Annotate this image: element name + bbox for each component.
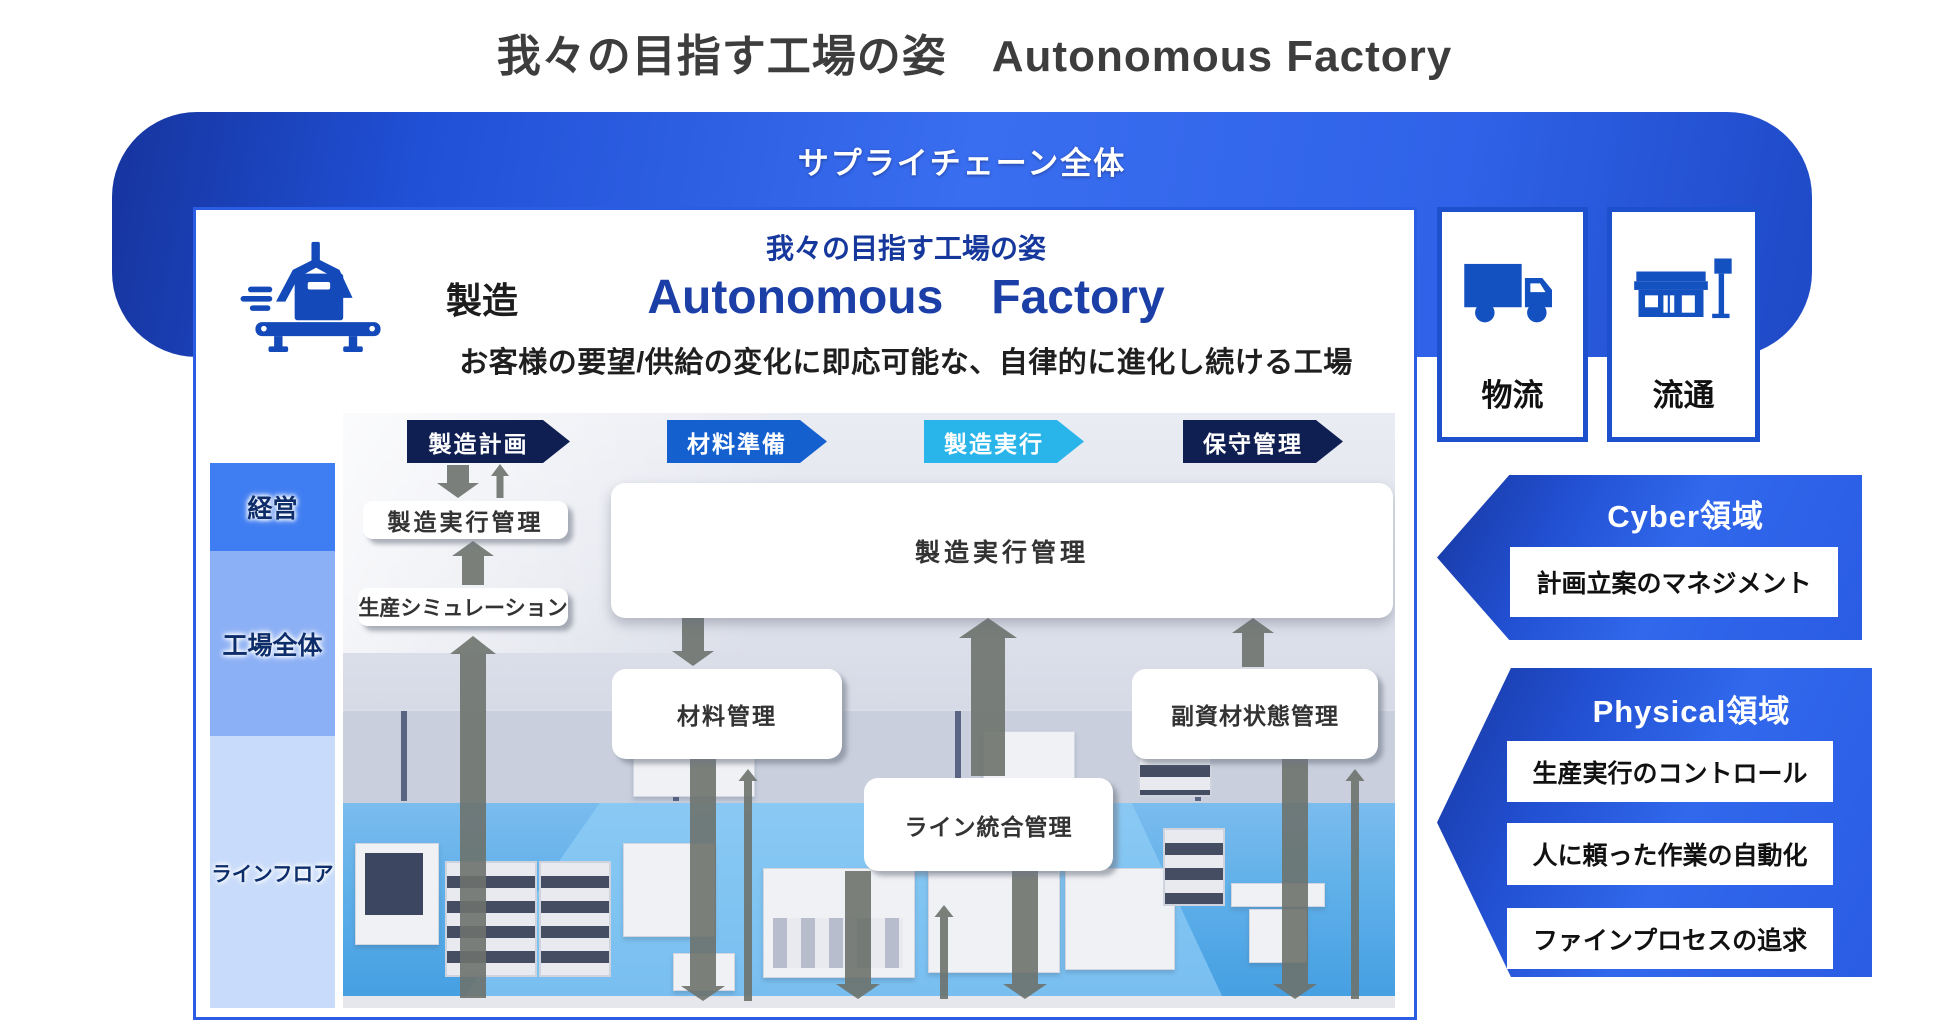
- layer-line-floor: ラインフロア: [210, 736, 335, 1008]
- layer-management: 経営: [210, 463, 335, 551]
- flow-arrow-up: [452, 541, 494, 585]
- flow-arrow-down: [672, 618, 714, 666]
- panel-heading-en: Autonomous Factory: [647, 270, 1165, 324]
- layer-sidebar: 経営 工場全体 ラインフロア: [210, 463, 335, 1008]
- system-mfg-execution-mgmt-main: 製造実行管理: [611, 483, 1393, 618]
- manufacturing-label: 製造: [446, 280, 519, 321]
- flow-arrow-up: [738, 769, 758, 1001]
- system-production-simulation: 生産シミュレーション: [358, 588, 568, 626]
- process-maintenance-management: 保守管理: [1183, 420, 1343, 463]
- process-manufacturing-execution: 製造実行: [924, 420, 1084, 463]
- physical-item: 生産実行のコントロール: [1507, 741, 1833, 802]
- cyber-item: 計画立案のマネジメント: [1510, 547, 1838, 617]
- flow-arrow-down: [836, 871, 880, 999]
- logistics-card: 物流: [1437, 207, 1588, 442]
- flow-arrow-down: [1003, 871, 1047, 999]
- panel-heading: 我々の目指す工場の姿 Autonomous Factory お客様の要望/供給の…: [436, 232, 1376, 381]
- system-material-mgmt: 材料管理: [612, 669, 842, 759]
- flow-arrow-up: [491, 464, 509, 498]
- system-line-integration-mgmt: ライン統合管理: [864, 778, 1113, 871]
- process-manufacturing-planning: 製造計画: [407, 420, 570, 463]
- factory-scene: 製造計画 材料準備 製造実行 保守管理 製造実行管理 生産シミュレーション 製造…: [343, 413, 1395, 1008]
- system-mfg-execution-mgmt-small: 製造実行管理: [363, 501, 568, 539]
- physical-domain-panel: Physical領域 生産実行のコントロール 人に頼った作業の自動化 ファインプ…: [1437, 668, 1872, 977]
- cyber-domain-title: Cyber領域: [1607, 499, 1765, 534]
- flow-arrow-down: [681, 759, 725, 1001]
- panel-heading-jp: 我々の目指す工場の姿: [765, 233, 1046, 264]
- flow-arrow-up: [1232, 618, 1274, 667]
- distribution-card: 流通: [1607, 207, 1760, 442]
- logistics-label: 物流: [1481, 378, 1544, 413]
- manufacturing-icon: [240, 241, 381, 352]
- flow-arrow-up: [959, 618, 1017, 776]
- layer-whole-factory: 工場全体: [210, 551, 335, 736]
- physical-item: ファインプロセスの追求: [1507, 908, 1833, 969]
- store-icon: [1633, 258, 1732, 319]
- flow-arrow-up: [934, 905, 954, 999]
- physical-domain-title: Physical領域: [1592, 694, 1791, 729]
- cyber-domain-panel: Cyber領域 計画立案のマネジメント: [1437, 475, 1862, 640]
- physical-item: 人に頼った作業の自動化: [1507, 823, 1833, 885]
- truck-icon: [1463, 263, 1552, 323]
- supply-chain-label: サプライチェーン全体: [797, 146, 1127, 181]
- flow-arrow-up: [450, 636, 496, 998]
- system-submaterial-status-mgmt: 副資材状態管理: [1132, 669, 1378, 759]
- factory-panel: 製造 我々の目指す工場の姿 Autonomous Factory お客様の要望/…: [193, 207, 1417, 1020]
- flow-arrow-down: [437, 465, 479, 498]
- panel-subtitle: お客様の要望/供給の変化に即応可能な、自律的に進化し続ける工場: [459, 346, 1353, 379]
- flow-arrow-down: [1273, 759, 1317, 999]
- process-material-preparation: 材料準備: [667, 420, 827, 463]
- floor-front-edge: [343, 996, 1395, 1008]
- flow-arrow-up: [1345, 769, 1365, 999]
- flow-arrows: [437, 464, 1365, 1001]
- page-title: 我々の目指す工場の姿 Autonomous Factory: [496, 32, 1453, 81]
- distribution-label: 流通: [1652, 378, 1715, 413]
